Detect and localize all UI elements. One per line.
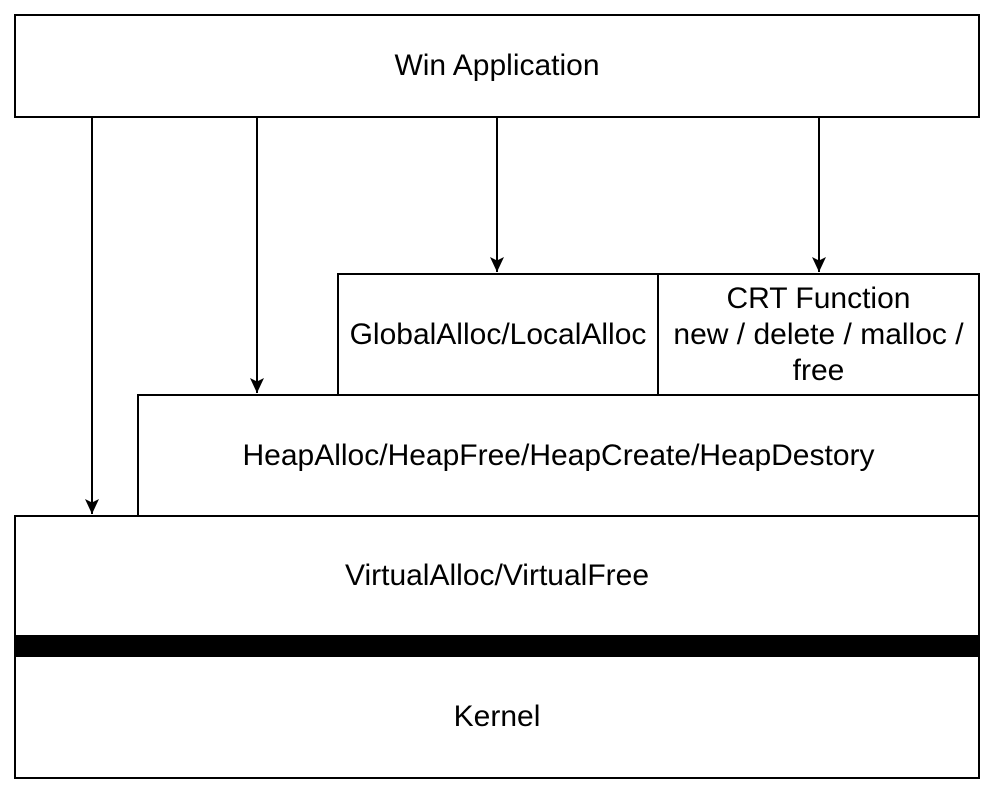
globalalloc-localalloc-box: GlobalAlloc/LocalAlloc — [337, 273, 659, 396]
user-kernel-boundary-bar — [14, 636, 980, 657]
kernel-box: Kernel — [14, 655, 980, 779]
crt-function-title: CRT Function — [726, 281, 911, 315]
kernel-label: Kernel — [453, 700, 541, 733]
globalalloc-localalloc-label: GlobalAlloc/LocalAlloc — [349, 317, 647, 351]
heap-api-box: HeapAlloc/HeapFree/HeapCreate/HeapDestor… — [137, 394, 980, 517]
heap-api-label: HeapAlloc/HeapFree/HeapCreate/HeapDestor… — [242, 438, 875, 472]
virtual-api-label: VirtualAlloc/VirtualFree — [344, 559, 650, 592]
virtual-api-box: VirtualAlloc/VirtualFree — [14, 515, 980, 637]
crt-function-line2: new / delete / malloc / — [673, 317, 964, 351]
win-application-label: Win Application — [394, 49, 600, 82]
crt-function-line3: free — [792, 353, 845, 387]
win-application-box: Win Application — [14, 14, 980, 118]
crt-function-box: CRT Function new / delete / malloc / fre… — [657, 273, 980, 396]
